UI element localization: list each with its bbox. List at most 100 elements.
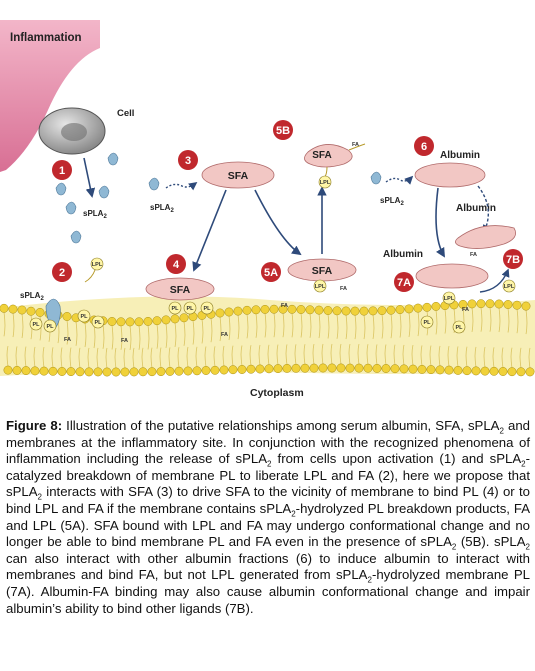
sfa-protein-5b: SFA FA LPL <box>304 142 366 189</box>
spla2-label-3: sPLA2 <box>150 203 174 214</box>
svg-text:PL: PL <box>46 324 54 330</box>
lipid-head <box>255 364 265 374</box>
lipid-tail <box>120 325 126 369</box>
lipid-head <box>336 363 346 373</box>
svg-text:PL: PL <box>80 314 88 320</box>
step-badge-7b: 7B <box>503 249 523 269</box>
lipid-head <box>174 366 184 376</box>
lipid-tail <box>3 312 9 367</box>
lipid-head <box>494 299 504 309</box>
lipid-head <box>327 363 337 373</box>
lipid-tail <box>210 318 216 367</box>
svg-text:PL: PL <box>186 306 194 312</box>
lipid-tail <box>336 314 342 365</box>
lipid-head <box>48 366 58 376</box>
lipid-head <box>368 306 378 316</box>
svg-text:PL: PL <box>423 320 431 326</box>
lipid-head <box>305 305 315 315</box>
lipid-tail <box>480 307 486 368</box>
lipid-head <box>152 316 162 326</box>
lipid-head <box>57 367 67 376</box>
lipid-head <box>75 367 85 377</box>
lipid-tail <box>318 314 324 365</box>
cell-membrane <box>0 296 535 377</box>
lipid-head <box>156 367 166 377</box>
lipid-tail <box>183 321 189 368</box>
arrow-7a-to-7b <box>479 268 510 293</box>
lipid-head <box>93 367 103 377</box>
lipid-head <box>147 367 157 377</box>
lipid-head <box>3 365 13 375</box>
lipid-head <box>332 306 342 316</box>
cell-label: Cell <box>117 108 134 119</box>
svg-text:LPL: LPL <box>504 284 515 290</box>
inflammation-label: Inflammation <box>10 32 82 44</box>
lipid-head <box>161 315 171 325</box>
lipid-head <box>116 317 126 327</box>
lipid-tail <box>237 315 243 366</box>
lipid-head <box>224 307 234 317</box>
lipid-head <box>12 365 22 375</box>
arrow-release <box>83 157 96 198</box>
svg-text:PL: PL <box>32 322 40 328</box>
lipid-head <box>219 365 229 375</box>
svg-text:FA: FA <box>462 307 469 313</box>
lipid-head <box>30 366 40 376</box>
lipid-head <box>462 366 472 376</box>
svg-text:1: 1 <box>59 165 65 177</box>
lipid-head <box>323 306 333 315</box>
lipid-head <box>507 367 517 377</box>
svg-text:SFA: SFA <box>312 150 331 161</box>
lipid-head <box>296 305 306 314</box>
lipid-tail <box>525 310 531 368</box>
lipid-head <box>453 365 463 375</box>
lipid-head <box>291 363 301 373</box>
lipid-head <box>233 306 243 316</box>
lipid-tail <box>444 309 450 367</box>
lipid-tail <box>174 322 180 368</box>
step-badge-1: 1 <box>52 160 72 180</box>
lipid-head <box>467 299 477 309</box>
lipid-tail <box>507 308 513 368</box>
lipid-head <box>269 304 279 314</box>
svg-text:SFA: SFA <box>170 284 191 296</box>
svg-text:5B: 5B <box>276 125 290 137</box>
lipid-tail <box>300 313 306 365</box>
lipid-tail <box>408 312 414 366</box>
svg-text:FA: FA <box>470 252 477 258</box>
lipid-head <box>395 305 405 315</box>
arrow-albumin-to-7a <box>435 187 445 258</box>
spla2-label-2: sPLA2 <box>20 291 44 302</box>
step-badge-5b: 5B <box>273 120 293 140</box>
lipid-head <box>390 364 400 374</box>
lipid-head <box>431 301 441 311</box>
spla2-label-6: sPLA2 <box>380 196 404 207</box>
step-badge-7a: 7A <box>394 272 414 292</box>
lipid-tail <box>255 313 261 366</box>
caption-text-1: Illustration of the putative relationshi… <box>62 418 500 433</box>
lipid-head <box>422 302 432 312</box>
albumin-protein-6 <box>414 162 486 188</box>
svg-text:7B: 7B <box>506 254 520 266</box>
lipid-head <box>413 303 423 313</box>
lipid-head <box>363 363 373 373</box>
svg-text:PL: PL <box>203 306 211 312</box>
lipid-tail <box>381 314 387 365</box>
lipid-head <box>111 367 121 377</box>
spla2-enzyme-6 <box>370 171 382 185</box>
lipid-tail <box>39 316 45 368</box>
step-badge-2: 2 <box>52 262 72 282</box>
sfa-protein-4: SFA <box>145 277 215 301</box>
lipid-head <box>341 306 351 316</box>
lipid-tail <box>156 324 162 368</box>
lipid-head <box>201 366 211 375</box>
lipid-head <box>435 365 445 375</box>
lipid-head <box>8 304 18 314</box>
lipid-head <box>26 306 36 316</box>
lipid-head <box>498 367 508 376</box>
lipid-tail <box>273 313 279 365</box>
lipid-head <box>228 365 238 375</box>
svg-text:6: 6 <box>421 141 427 153</box>
svg-text:7A: 7A <box>397 277 411 289</box>
lipid-tail <box>66 320 72 368</box>
